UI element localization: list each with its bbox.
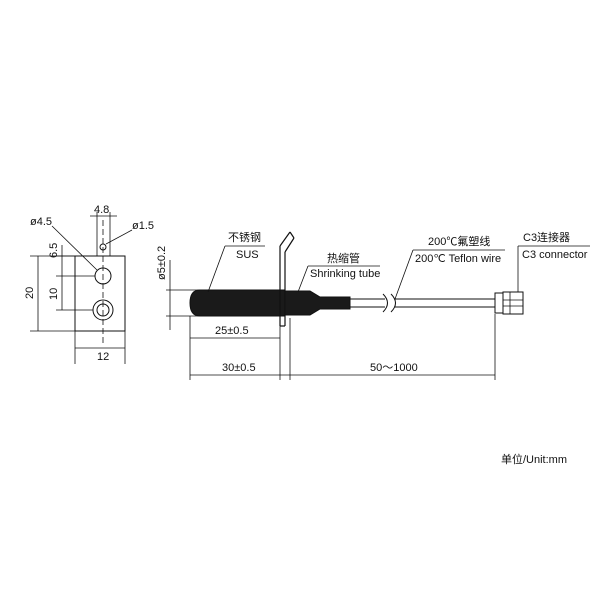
label-wire-en: 200℃ Teflon wire: [415, 253, 501, 265]
label-shrink-en: Shrinking tube: [310, 268, 380, 280]
bracket-view: 4.8 ø4.5 ø1.5 6.5 20 10 12: [24, 204, 154, 364]
label-conn-en: C3 connector: [522, 249, 588, 261]
label-shrink-cn: 热缩管: [327, 251, 360, 265]
dim-diameter: ø5±0.2: [156, 246, 168, 280]
label-sus-cn: 不锈钢: [228, 231, 261, 244]
label-conn-cn: C3连接器: [523, 231, 570, 244]
bracket-plate: [74, 255, 126, 332]
probe-assembly: ø5±0.2 25±0.5 30±0.5 50～1000 不锈钢 SUS 热缩管…: [156, 231, 590, 380]
dim-4-8: 4.8: [94, 204, 109, 216]
dim-total-length: 30±0.5: [222, 362, 256, 374]
label-sus-en: SUS: [236, 249, 259, 261]
dim-6-5: 6.5: [48, 243, 60, 258]
c3-connector: [494, 292, 504, 314]
dim-probe-length: 25±0.5: [215, 325, 249, 337]
dim-hole-1-5: ø1.5: [132, 220, 154, 232]
dim-10: 10: [48, 288, 60, 300]
label-wire-cn: 200℃氟塑线: [428, 234, 490, 248]
sus-probe-body: [189, 289, 286, 317]
dim-hole-4-5: ø4.5: [30, 216, 52, 228]
dim-12: 12: [97, 351, 109, 363]
wire-break-symbol: [382, 293, 388, 313]
dim-wire-length: 50～1000: [370, 362, 418, 374]
dim-20: 20: [24, 287, 36, 299]
unit-note: 单位/Unit:mm: [501, 452, 567, 466]
shrinking-tube: [284, 290, 351, 316]
